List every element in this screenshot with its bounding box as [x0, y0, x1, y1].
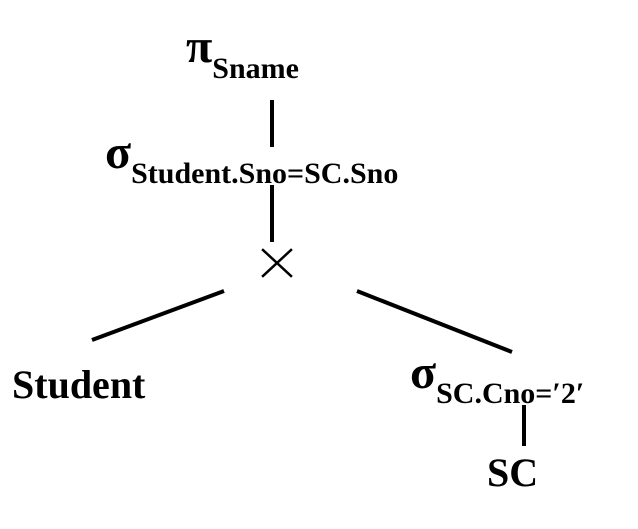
join-selection-node: σStudent.Sno=SC.Sno [105, 126, 398, 190]
edge-product-to-right-selection [356, 289, 513, 354]
cartesian-product-node: × [261, 248, 293, 278]
sc-relation-label: SC [487, 450, 538, 495]
join-selection-symbol: σ [105, 126, 131, 179]
svg-text:σSC.Cno=′2′: σSC.Cno=′2′ [410, 346, 584, 410]
projection-attribute: Sname [212, 52, 299, 85]
sc-relation-node: SC [487, 450, 538, 495]
svg-text:πSname: πSname [186, 20, 299, 85]
right-selection-node: σSC.Cno=′2′ [410, 346, 584, 410]
svg-text:σStudent.Sno=SC.Sno: σStudent.Sno=SC.Sno [105, 126, 398, 190]
right-selection-condition: SC.Cno=′2′ [436, 377, 584, 410]
projection-symbol: π [186, 20, 212, 73]
projection-node: πSname [186, 20, 299, 85]
cross-stroke-b [261, 248, 293, 278]
right-selection-symbol: σ [410, 346, 436, 399]
edge-product-to-student [91, 289, 225, 342]
join-selection-condition: Student.Sno=SC.Sno [131, 157, 398, 190]
student-relation-label: Student [12, 362, 146, 407]
student-relation-node: Student [12, 362, 146, 407]
